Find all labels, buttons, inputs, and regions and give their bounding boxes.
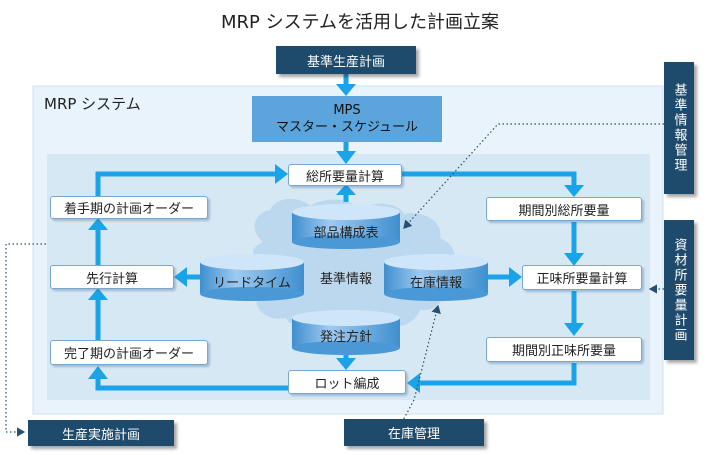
bom-label: 部品構成表 bbox=[313, 226, 379, 241]
production-execution-plan-box: 生産実施計画 bbox=[28, 420, 174, 446]
materials-requirements-planning-box: 資材所要量計画 bbox=[664, 220, 694, 360]
lot-sizing-box: ロット編成 bbox=[288, 370, 406, 394]
lead-time-label: リードタイム bbox=[213, 276, 291, 291]
completion-period-orders-box: 完了期の計画オーダー bbox=[50, 340, 208, 365]
net-by-period-box: 期間別正味所要量 bbox=[486, 337, 642, 362]
master-data-label: 基準情報 bbox=[319, 272, 372, 287]
mps-label: MPS bbox=[333, 103, 361, 118]
flow-arrows bbox=[95, 72, 577, 391]
gross-requirements-calc-box: 総所要量計算 bbox=[288, 164, 402, 186]
mrp-system-label: MRP システム bbox=[44, 95, 141, 113]
order-policy-label: 発注方針 bbox=[319, 330, 372, 345]
inventory-management-box: 在庫管理 bbox=[344, 419, 484, 446]
inventory-info-label: 在庫情報 bbox=[409, 276, 462, 291]
master-production-plan-box: 基準生産計画 bbox=[276, 46, 416, 74]
net-requirements-calc-box: 正味所要量計算 bbox=[522, 265, 642, 290]
order-policy-cylinder bbox=[292, 310, 400, 355]
arrow-heads bbox=[88, 84, 584, 393]
mps-box: MPS マスター・スケジュール bbox=[252, 96, 442, 142]
lead-time-offset-box: 先行計算 bbox=[50, 265, 174, 289]
mps-sublabel: マスター・スケジュール bbox=[275, 120, 419, 135]
page-title: MRP システムを活用した計画立案 bbox=[220, 12, 500, 33]
bom-cylinder bbox=[292, 204, 400, 249]
lead-time-cylinder bbox=[200, 254, 304, 301]
start-period-orders-box: 着手期の計画オーダー bbox=[50, 196, 208, 219]
dotted-connectors bbox=[5, 123, 664, 437]
inventory-cylinder bbox=[384, 254, 488, 301]
gross-by-period-box: 期間別総所要量 bbox=[486, 197, 642, 221]
master-data-management-box: 基準情報管理 bbox=[664, 62, 694, 194]
